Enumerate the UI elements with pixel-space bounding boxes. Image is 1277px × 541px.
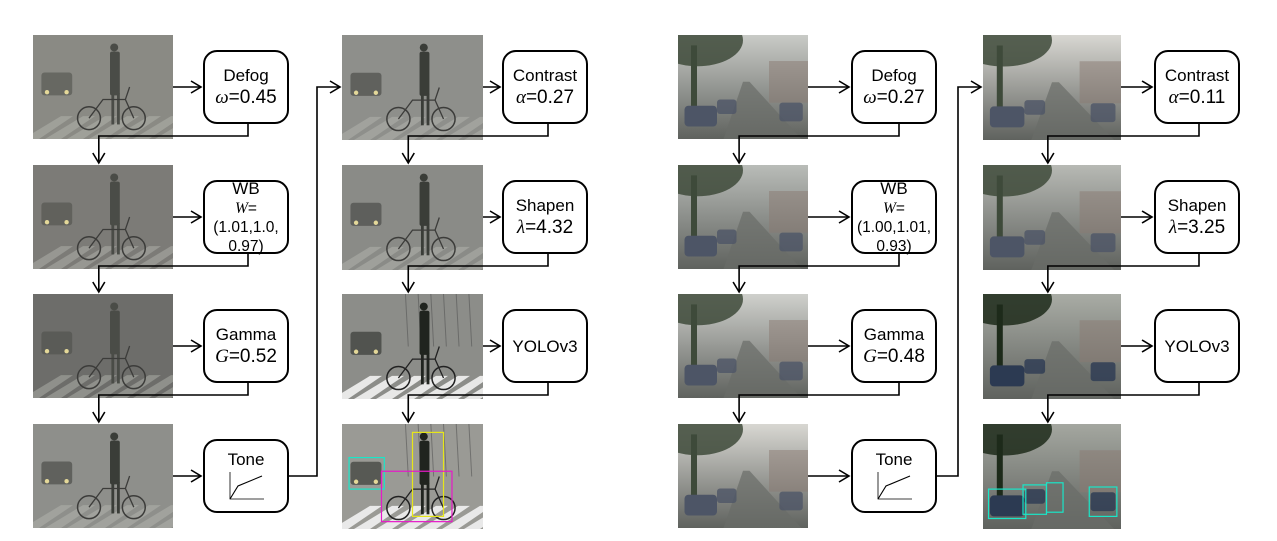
right-stage-image-8: [983, 424, 1121, 529]
right-detector-label: YOLOv3: [1164, 336, 1230, 356]
left-detector-box: YOLOv3: [502, 309, 588, 383]
left-contrast-symbol: α: [515, 87, 526, 108]
right-stage-image-5: [983, 35, 1121, 140]
left-contrast-value: =0.27: [525, 87, 575, 108]
right-contrast-value: =0.11: [1178, 87, 1226, 108]
right-detector-box: YOLOv3: [1154, 309, 1240, 383]
left-wb-label: WB: [232, 179, 260, 198]
right-tone-label: Tone: [875, 450, 913, 469]
left-defog-symbol: ω: [215, 87, 229, 108]
left-gamma-value: =0.52: [228, 346, 277, 367]
right-defog-param: ω=0.27: [863, 86, 925, 109]
right-tone-curve-icon: [877, 472, 912, 500]
left-tone-curve-icon: [229, 472, 264, 500]
left-gamma-param: G=0.52: [215, 345, 277, 368]
right-sharpen-label: Shapen: [1167, 196, 1227, 215]
left-stage-image-4: [33, 424, 173, 528]
right-sharpen-symbol: λ: [1168, 217, 1178, 238]
left-contrast-label: Contrast: [512, 66, 578, 85]
right-stage-image-4: [678, 424, 808, 528]
left-tone-box: Tone: [203, 439, 289, 513]
left-defog-value: =0.45: [228, 87, 277, 108]
right-wb-label: WB: [880, 179, 908, 198]
right-stage-image-2: [678, 165, 808, 269]
left-stage-image-3: [33, 294, 173, 398]
left-contrast-param: α=0.27: [516, 86, 574, 109]
left-sharpen-param: λ=4.32: [517, 216, 573, 239]
left-wb-param: W=(1.01,1.0,: [205, 199, 287, 237]
right-stage-image-6: [983, 165, 1121, 270]
right-wb-value: =(1.00,1.01,: [856, 200, 932, 236]
left-stage-image-7: [342, 294, 483, 399]
right-stage-image-1: [678, 35, 808, 139]
right-wb-value-line2: 0.93): [876, 238, 912, 255]
left-defog-param: ω=0.45: [215, 86, 277, 109]
right-contrast-label: Contrast: [1164, 66, 1230, 85]
right-stage-image-3: [678, 294, 808, 398]
right-wb-param: W=(1.00,1.01,: [853, 199, 935, 237]
left-detector-label: YOLOv3: [512, 336, 578, 356]
left-sharpen-symbol: λ: [516, 217, 526, 238]
right-sharpen-param: λ=3.25: [1169, 216, 1225, 239]
left-gamma-symbol: G: [215, 346, 229, 367]
right-sharpen-value: =3.25: [1177, 217, 1226, 238]
right-tone-box: Tone: [851, 439, 937, 513]
left-stage-image-5: [342, 35, 483, 140]
right-defog-symbol: ω: [863, 87, 877, 108]
right-gamma-param: G=0.48: [863, 345, 925, 368]
right-gamma-label: Gamma: [863, 325, 925, 344]
right-wb-symbol: W: [883, 200, 896, 217]
left-stage-image-6: [342, 165, 483, 270]
left-wb-value-line2: 0.97): [228, 238, 264, 255]
right-contrast-symbol: α: [1168, 87, 1179, 108]
left-stage-image-2: [33, 165, 173, 269]
left-sharpen-label: Shapen: [515, 196, 575, 215]
left-stage-image-1: [33, 35, 173, 139]
left-gamma-label: Gamma: [215, 325, 277, 344]
right-stage-image-7: [983, 294, 1121, 399]
left-tone-label: Tone: [227, 450, 265, 469]
left-wb-symbol: W: [235, 200, 248, 217]
left-wb-value: =(1.01,1.0,: [213, 200, 279, 236]
right-gamma-symbol: G: [863, 346, 877, 367]
right-defog-value: =0.27: [876, 87, 925, 108]
left-sharpen-value: =4.32: [525, 217, 574, 238]
right-gamma-value: =0.48: [876, 346, 925, 367]
left-defog-label: Defog: [223, 66, 269, 85]
right-defog-label: Defog: [871, 66, 917, 85]
right-contrast-param: α=0.11: [1169, 86, 1226, 109]
left-stage-image-8: [342, 424, 483, 529]
